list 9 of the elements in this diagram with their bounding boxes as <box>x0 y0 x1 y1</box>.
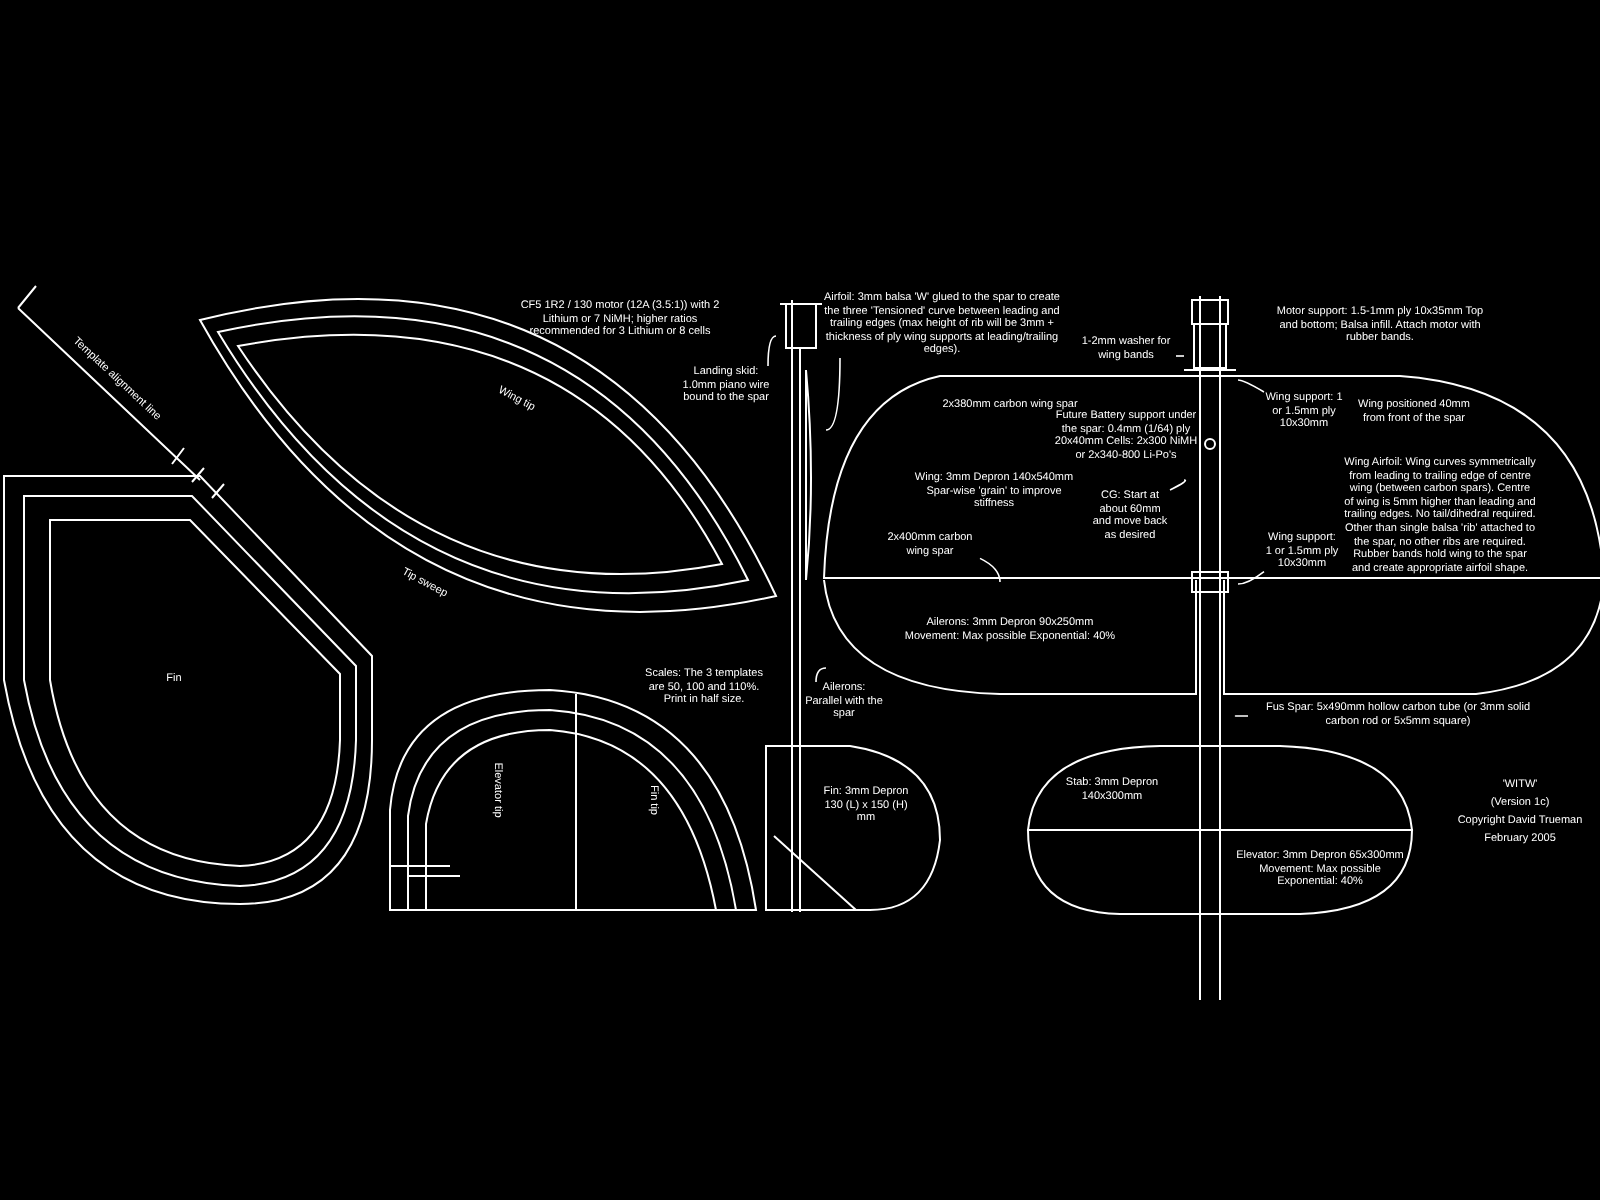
leader-line <box>1169 479 1187 491</box>
leader-line <box>815 667 827 683</box>
leader-line <box>1237 570 1265 585</box>
leader-line <box>767 335 777 367</box>
leader-line <box>825 357 841 431</box>
leader-line <box>1234 715 1249 717</box>
leader-line <box>1237 379 1265 393</box>
leader-line <box>1175 355 1185 357</box>
leader-line <box>979 557 1001 583</box>
